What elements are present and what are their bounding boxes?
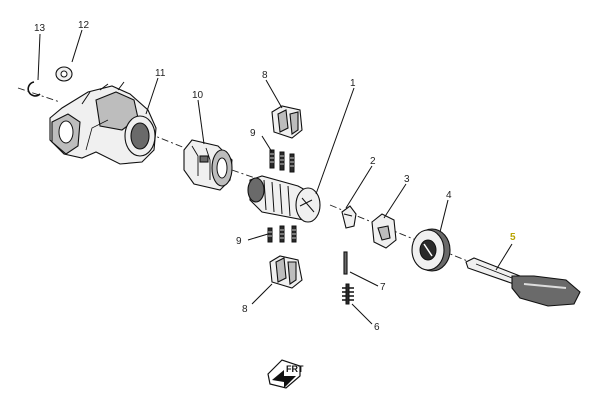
part-10-sleeve — [183, 139, 233, 191]
part-5-key — [465, 257, 581, 307]
part-9-springs-lower — [267, 225, 297, 243]
callout-6: 6 — [374, 322, 380, 333]
part-7-pin — [343, 251, 348, 275]
part-11-lock-housing — [49, 81, 157, 165]
part-8-tumbler-lower — [269, 255, 303, 289]
part-9-springs-upper — [269, 149, 295, 173]
part-1-lock-cylinder — [247, 175, 321, 223]
leader-lines — [37, 29, 513, 325]
callout-13: 13 — [34, 23, 46, 34]
part-6-spring — [342, 283, 354, 305]
callout-11: 11 — [155, 68, 166, 79]
part-12-washer — [55, 66, 73, 82]
callout-2: 2 — [370, 156, 376, 167]
callout-8-lower: 8 — [242, 304, 248, 315]
callout-3: 3 — [404, 174, 410, 185]
part-4-bezel-ring — [411, 228, 451, 272]
callout-1: 1 — [350, 78, 356, 89]
part-3-retainer-plate — [371, 213, 397, 249]
frt-label: FRT — [286, 364, 304, 374]
callout-9-lower: 9 — [236, 236, 242, 247]
frt-direction-indicator: FRT — [267, 359, 304, 389]
part-2-pawl — [341, 205, 357, 229]
callout-9-upper: 9 — [250, 128, 256, 139]
callout-4: 4 — [446, 190, 452, 201]
callout-10: 10 — [192, 90, 204, 101]
part-8-tumbler-upper — [271, 105, 303, 139]
callout-5: 5 — [510, 232, 516, 243]
callout-7: 7 — [380, 282, 386, 293]
callout-8-upper: 8 — [262, 70, 268, 81]
part-13-retaining-clip — [27, 81, 41, 97]
callout-12: 12 — [78, 20, 90, 31]
